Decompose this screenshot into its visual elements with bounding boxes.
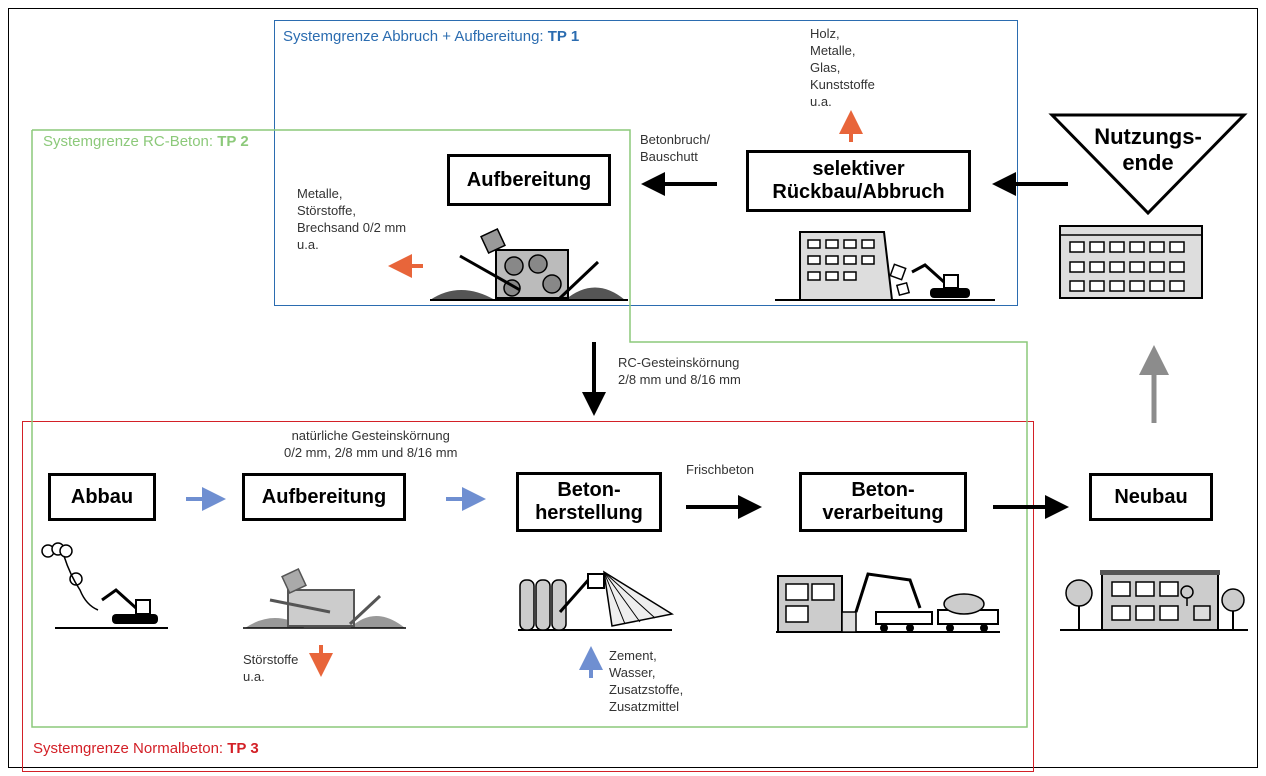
node-aufbereitung-rc: Aufbereitung: [447, 154, 611, 206]
concrete-pump-illustration: [776, 572, 1000, 633]
tp1-label: Systemgrenze Abbruch + Aufbereitung: TP …: [283, 28, 579, 45]
natural-crusher-illustration: [243, 568, 406, 629]
tp3-label: Systemgrenze Normalbeton: TP 3: [33, 740, 259, 757]
annotation-nat-koernung: natürliche Gesteinskörnung 0/2 mm, 2/8 m…: [284, 428, 458, 460]
system-boundary-tp2: [31, 129, 1028, 728]
new-building-illustration: [1060, 570, 1248, 631]
annotation-holz: Holz, Metalle, Glas, Kunststoffe u.a.: [810, 26, 875, 109]
system-boundary-tp1: [274, 20, 1018, 306]
node-betonherstellung: Beton- herstellung: [516, 472, 662, 532]
node-betonverarbeitung: Beton- verarbeitung: [799, 472, 967, 532]
node-rueckbau: selektiver Rückbau/Abbruch: [746, 150, 971, 212]
node-neubau: Neubau: [1089, 473, 1213, 521]
tp3-tag: TP 3: [227, 740, 259, 757]
quarry-excavator-illustration: [41, 542, 168, 629]
rc-crusher-illustration: [430, 228, 628, 301]
existing-building-illustration: [1059, 225, 1203, 299]
tp1-tag: TP 1: [547, 28, 580, 45]
system-boundary-tp3: [22, 421, 1034, 772]
demolition-building-illustration: [775, 231, 995, 301]
nutzungsende-triangle: [1048, 113, 1248, 216]
tp2-label-text: Systemgrenze RC-Beton:: [43, 133, 218, 150]
node-nutzungsende: Nutzungs- ende: [1094, 124, 1202, 175]
annotation-zement: Zement, Wasser, Zusatzstoffe, Zusatzmitt…: [609, 648, 684, 714]
tp3-label-text: Systemgrenze Normalbeton:: [33, 740, 228, 757]
annotation-stoerstoffe: Störstoffe u.a.: [243, 652, 299, 684]
tp2-tag: TP 2: [217, 133, 249, 150]
annotation-frischbeton: Frischbeton: [686, 462, 754, 477]
annotation-betonbruch: Betonbruch/ Bauschutt: [640, 132, 711, 164]
diagram-frame: [8, 8, 1258, 768]
node-aufbereitung: Aufbereitung: [242, 473, 406, 521]
node-abbau: Abbau: [48, 473, 156, 521]
concrete-plant-illustration: [518, 570, 675, 631]
tp2-label: Systemgrenze RC-Beton: TP 2: [43, 133, 249, 150]
annotation-rc-koernung: RC-Gesteinskörnung 2/8 mm und 8/16 mm: [618, 355, 741, 387]
tp1-label-text: Systemgrenze Abbruch + Aufbereitung:: [283, 28, 548, 45]
annotation-metalle: Metalle, Störstoffe, Brechsand 0/2 mm u.…: [297, 186, 407, 252]
